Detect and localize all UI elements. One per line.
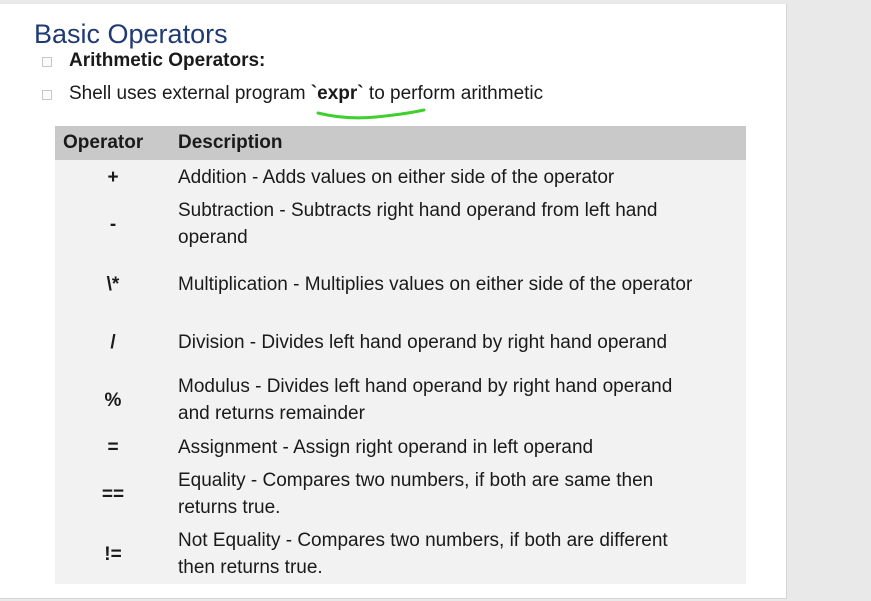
operator-cell: + bbox=[107, 166, 119, 188]
description-cell: Division - Divides left hand operand by … bbox=[178, 331, 668, 353]
green-underline-annotation bbox=[316, 108, 426, 120]
operator-cell: == bbox=[101, 483, 125, 505]
operator-cell: / bbox=[110, 331, 116, 353]
bullet-square-icon bbox=[42, 57, 52, 67]
bullet-prefix: Shell uses external program bbox=[69, 83, 311, 104]
operators-table: Operator Description + Addition - Adds v… bbox=[55, 126, 746, 584]
operator-cell: - bbox=[109, 213, 117, 235]
description-cell: Addition - Adds values on either side of… bbox=[178, 166, 615, 188]
operator-cell: \* bbox=[106, 273, 120, 295]
table-header-row: Operator Description bbox=[55, 126, 746, 160]
slide-title: Basic Operators bbox=[34, 19, 228, 49]
bullet-expr-description: Shell uses external program `expr` to pe… bbox=[69, 82, 543, 106]
description-cell: Equality - Compares two numbers, if both… bbox=[178, 470, 654, 518]
bullet-arithmetic-operators: Arithmetic Operators: bbox=[69, 50, 266, 71]
description-cell: Assignment - Assign right operand in lef… bbox=[178, 436, 594, 458]
bullet-suffix: to perform arithmetic bbox=[363, 83, 544, 104]
operator-cell: != bbox=[104, 543, 122, 565]
description-cell: Multiplication - Multiplies values on ei… bbox=[178, 273, 693, 295]
description-cell: Subtraction - Subtracts right hand opera… bbox=[178, 200, 658, 248]
description-column-header: Description bbox=[178, 132, 283, 153]
description-cell: Not Equality - Compares two numbers, if … bbox=[178, 530, 668, 578]
table-row: / Division - Divides left hand operand b… bbox=[55, 314, 746, 370]
operator-cell: % bbox=[104, 389, 122, 411]
table-row: - Subtraction - Subtracts right hand ope… bbox=[55, 194, 746, 254]
operator-column-header: Operator bbox=[63, 132, 144, 153]
operator-cell: = bbox=[107, 436, 119, 458]
bullet-square-icon bbox=[42, 90, 52, 100]
expr-code: `expr` bbox=[310, 83, 364, 104]
description-cell: Modulus - Divides left hand operand by r… bbox=[178, 376, 673, 424]
table-row: != Not Equality - Compares two numbers, … bbox=[55, 524, 746, 584]
slide: Basic Operators Arithmetic Operators: Sh… bbox=[0, 4, 787, 599]
table-row: == Equality - Compares two numbers, if b… bbox=[55, 464, 746, 524]
table-row: % Modulus - Divides left hand operand by… bbox=[55, 370, 746, 430]
table-row: = Assignment - Assign right operand in l… bbox=[55, 430, 746, 464]
table-row: \* Multiplication - Multiplies values on… bbox=[55, 254, 746, 314]
table-row: + Addition - Adds values on either side … bbox=[55, 160, 746, 194]
